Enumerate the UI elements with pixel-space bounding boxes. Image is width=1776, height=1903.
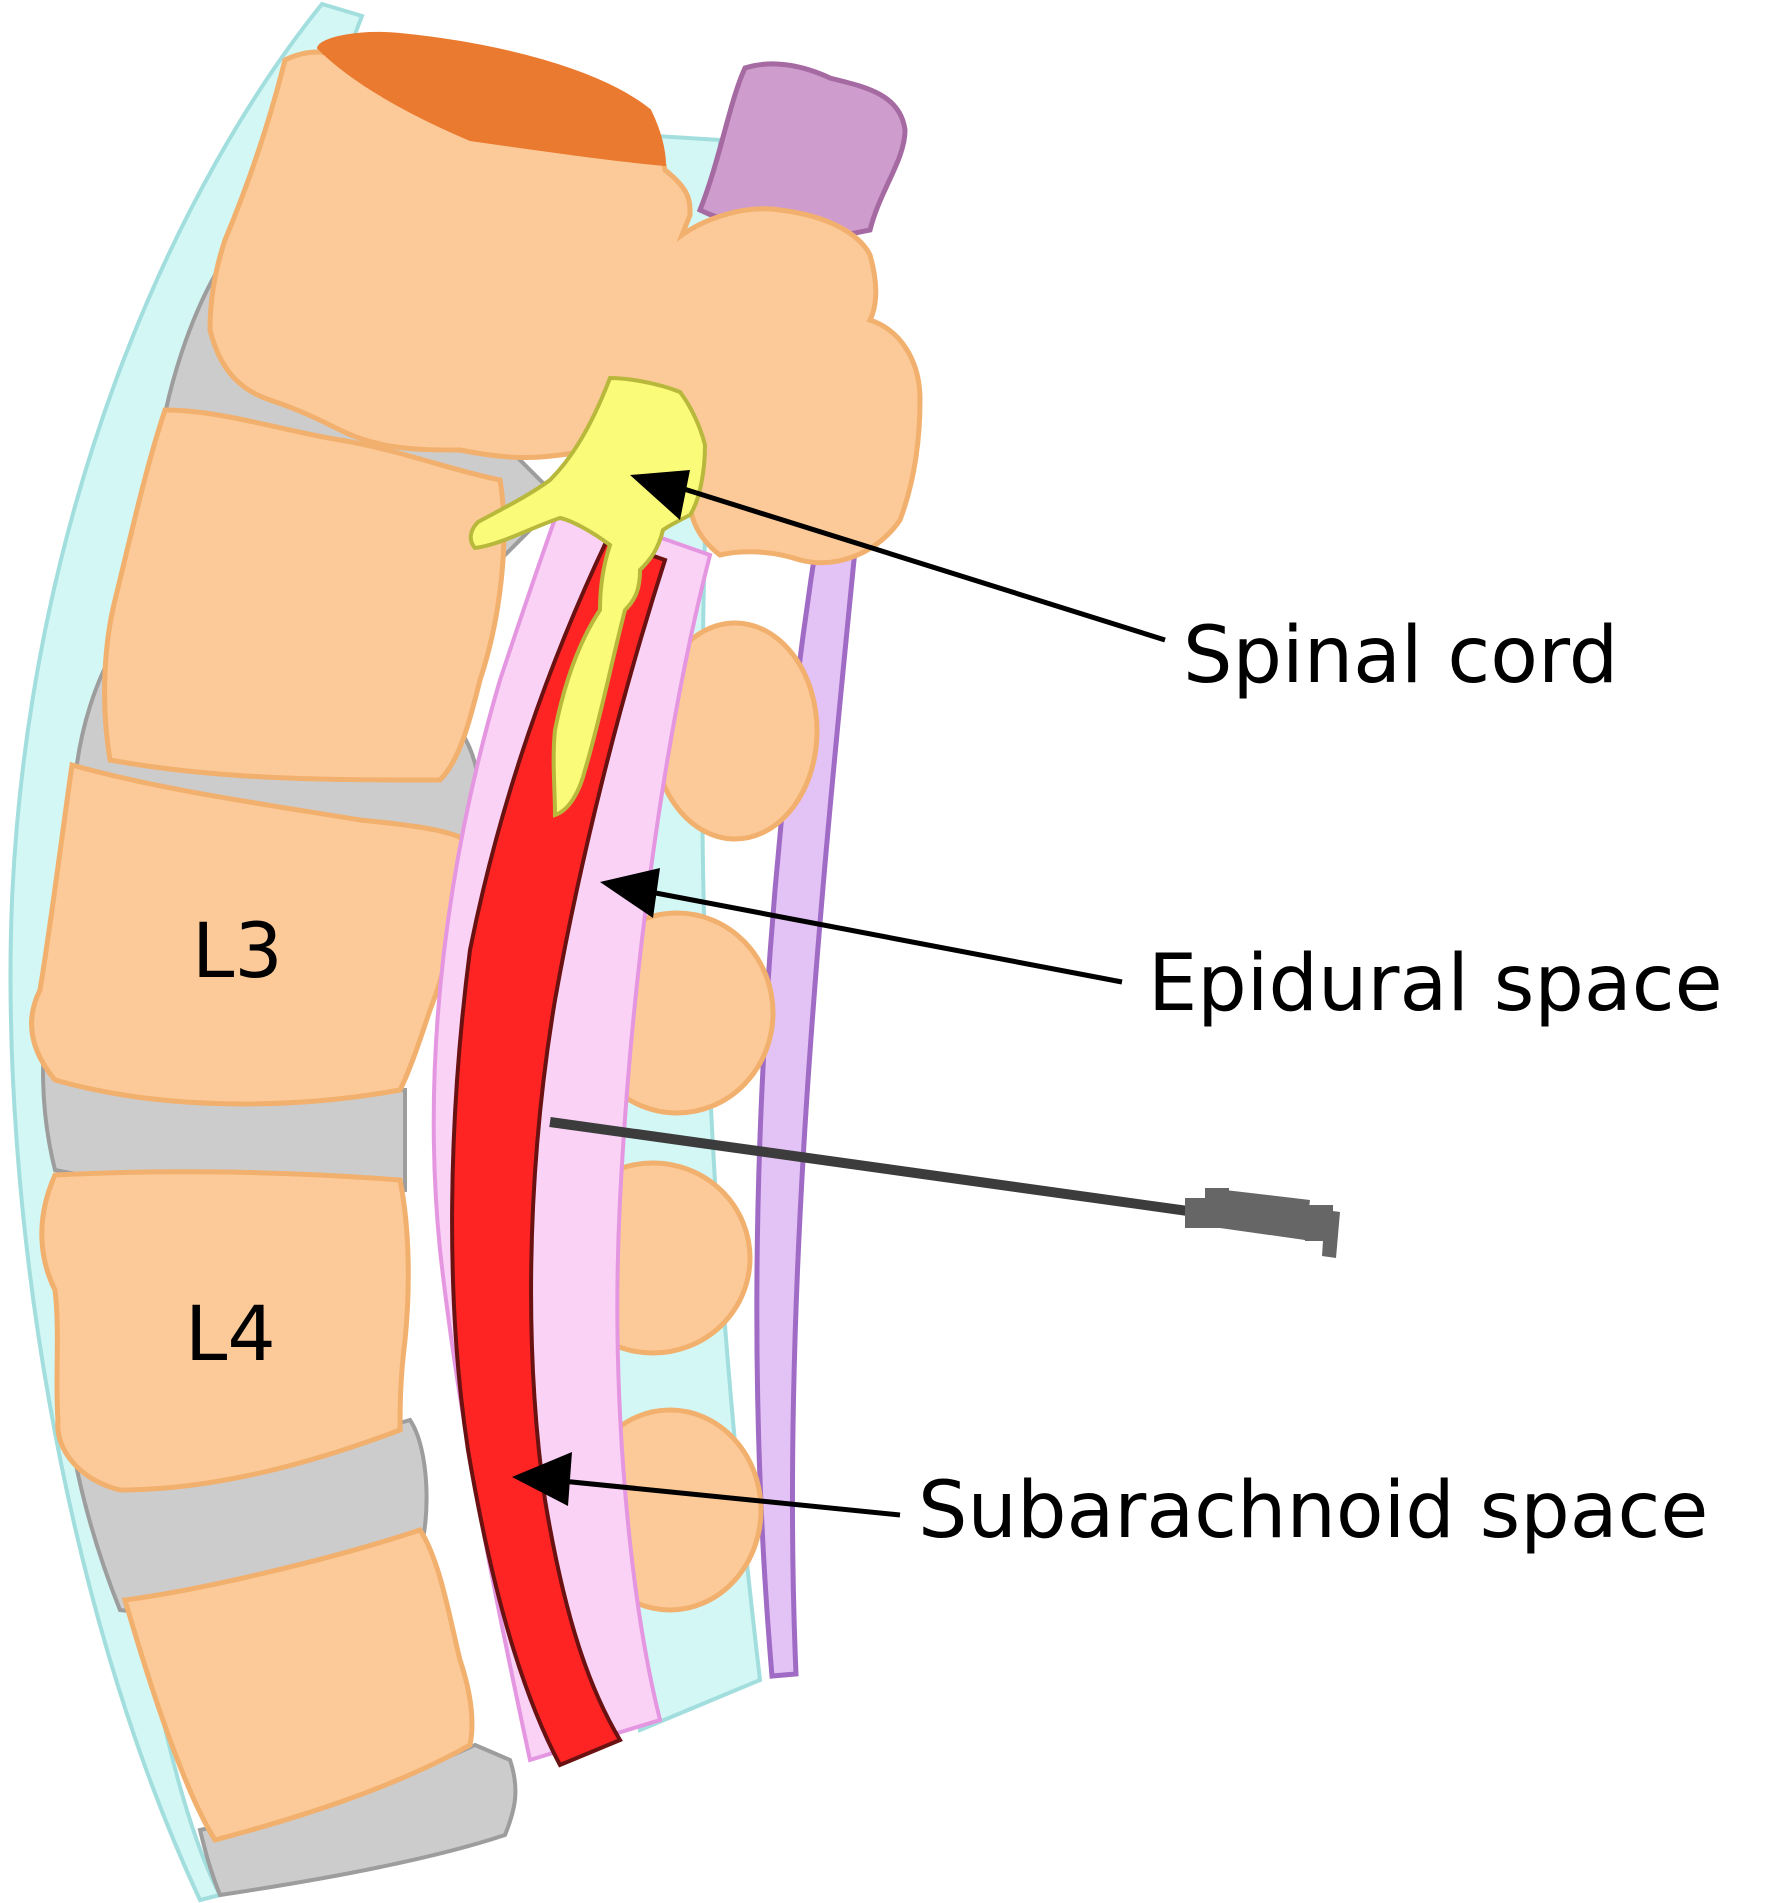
label-vertebra-l4: L4 xyxy=(185,1289,276,1378)
arrow-subarachnoid-head xyxy=(512,1452,572,1506)
subarachnoid-space xyxy=(450,537,668,1768)
arrow-epidural-head xyxy=(600,868,660,918)
vertebra-l4 xyxy=(39,1169,411,1493)
muscle-top xyxy=(696,61,908,243)
vertebra-top xyxy=(207,49,923,566)
arrow-spinal-cord-line xyxy=(667,481,1166,643)
vertebra-l2 xyxy=(102,407,507,783)
cartilage-cap xyxy=(316,31,667,167)
arrow-spinal-cord-head xyxy=(630,470,690,520)
needle-hub xyxy=(1185,1188,1340,1258)
label-epidural-space: Epidural space xyxy=(1148,939,1723,1029)
label-subarachnoid-space: Subarachnoid space xyxy=(918,1466,1708,1556)
supraspinous-layer xyxy=(754,517,861,1679)
label-spinal-cord: Spinal cord xyxy=(1183,611,1618,701)
vertebra-l3 xyxy=(29,761,468,1107)
arrow-subarachnoid-line xyxy=(551,1477,901,1518)
arrow-epidural-line xyxy=(639,887,1123,985)
vertebra-l5 xyxy=(121,1527,475,1843)
label-vertebra-l3: L3 xyxy=(192,906,283,995)
callout-arrows xyxy=(512,470,1166,1518)
spinal-needle xyxy=(549,1117,1196,1217)
